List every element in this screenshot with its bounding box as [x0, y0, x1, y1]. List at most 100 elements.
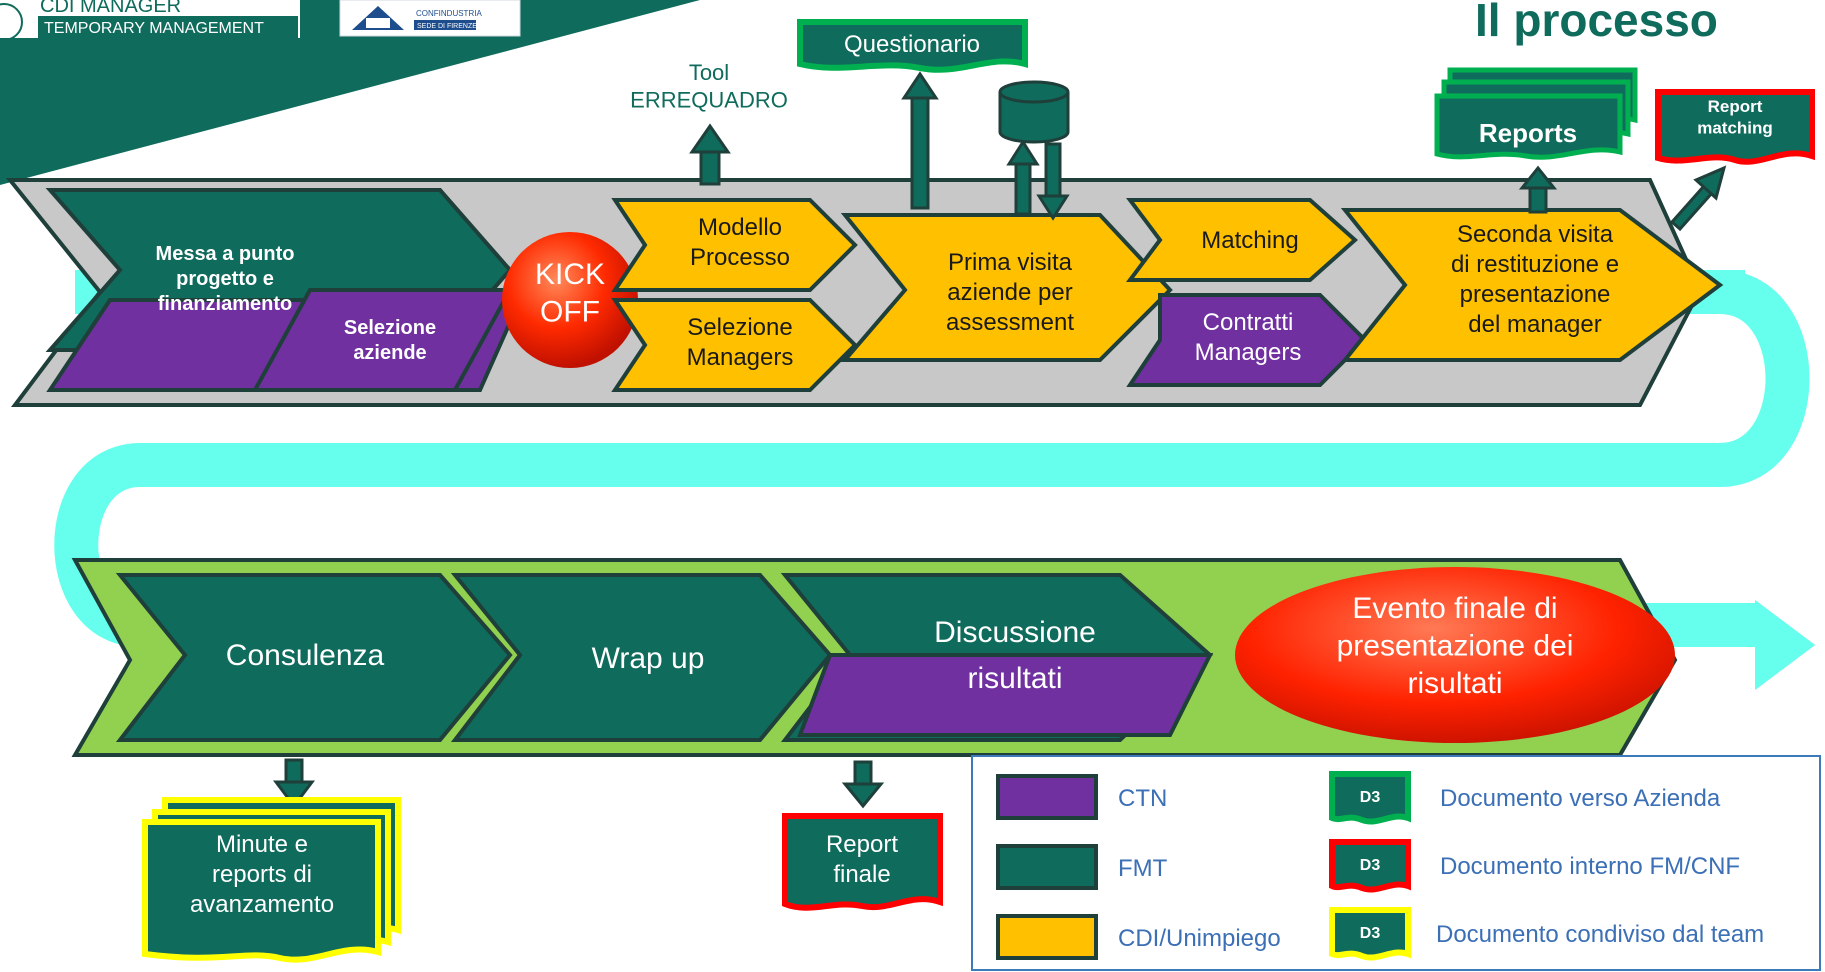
- label-line: Managers: [1195, 339, 1302, 366]
- logo-sede-text: SEDE DI FIRENZE: [417, 23, 477, 30]
- label-report-finale: Report finale: [826, 831, 898, 888]
- doc-report-finale: Report finale: [782, 813, 943, 911]
- step-modello-processo: [611, 198, 858, 292]
- legend-cdi-swatch: [996, 914, 1098, 960]
- label-line: presentazione dei: [1337, 630, 1574, 663]
- logo-upper-text: CDI MANAGER: [40, 0, 181, 17]
- doc-minute: Minute e reports di avanzamento: [142, 797, 401, 963]
- legend-cdi-label: CDI/Unimpiego: [1118, 925, 1281, 952]
- label-evento-finale: Evento finale di presentazione dei risulta…: [1337, 592, 1574, 700]
- label-line: di restituzione e: [1451, 251, 1619, 278]
- evento-finale-oval: [1235, 567, 1675, 743]
- label-report-matching: Report matching: [1697, 97, 1773, 137]
- doc-questionario: Questionario: [797, 19, 1028, 73]
- label-line: Selezione: [687, 314, 792, 341]
- logo-cdi-manager: CDI MANAGER TEMPORARY MANAGEMENT: [0, 0, 300, 41]
- label-line: reports di: [212, 861, 312, 888]
- label-line: Report: [826, 831, 898, 858]
- label-line: avanzamento: [190, 891, 334, 918]
- label-line: Modello: [698, 214, 782, 241]
- logo-text-temporary-management: TEMPORARY MANAGEMENT: [44, 20, 264, 37]
- step-selezione-aziende: [251, 288, 514, 392]
- label-discussione: Discussione: [934, 616, 1096, 649]
- arrow-to-reports: [1518, 165, 1558, 214]
- legend-doc-code-1: D3: [1360, 789, 1381, 806]
- logo-confindustria-text: CONFINDUSTRIA: [416, 9, 482, 18]
- label-line: Report: [1708, 97, 1763, 116]
- step-wrap-up: [450, 573, 833, 742]
- label-selezione-aziende: Selezione aziende: [344, 317, 436, 364]
- label-line: Processo: [690, 244, 790, 271]
- label-kickoff: KICK OFF: [535, 258, 605, 329]
- label-line: aziende: [353, 342, 426, 364]
- label-line: Prima visita: [948, 249, 1073, 276]
- arrow-db-up: [1006, 139, 1040, 216]
- step-consulenza: [115, 573, 513, 742]
- doc-reports: Reports: [1434, 67, 1638, 160]
- label-questionario: Questionario: [844, 31, 980, 58]
- label-line: assessment: [946, 309, 1074, 336]
- legend-doc-azienda-label: Documento verso Azienda: [1440, 785, 1721, 812]
- label-line: Minute e: [216, 831, 308, 858]
- logo-confindustria: CONFINDUSTRIA SEDE DI FIRENZE: [339, 0, 521, 37]
- label-line: del manager: [1468, 311, 1601, 338]
- database-icon: [998, 80, 1070, 144]
- legend-doc-code-2: D3: [1360, 857, 1381, 874]
- label-line: Seconda visita: [1457, 221, 1614, 248]
- legend-doc-condiviso-icon: D3: [1329, 907, 1411, 961]
- legend-doc-interno-label: Documento interno FM/CNF: [1440, 853, 1740, 880]
- label-line: KICK: [535, 258, 605, 291]
- legend-ctn-swatch: [996, 774, 1098, 820]
- arrow-to-questionario: [901, 71, 939, 210]
- arrow-to-tool: [689, 123, 731, 186]
- label-selezione-aziende-line1: Selezione aziende: [344, 317, 436, 364]
- step-contratti-managers: [1126, 293, 1368, 387]
- legend-doc-condiviso-label: Documento condiviso dal team: [1436, 921, 1764, 948]
- legend-doc-code-3: D3: [1360, 925, 1381, 942]
- label-line: Contratti: [1203, 309, 1294, 336]
- label-line: progetto e: [176, 268, 274, 290]
- step-matching: [1126, 198, 1359, 282]
- legend-doc-azienda-icon: D3: [1329, 771, 1411, 825]
- label-seconda-visita: Seconda visita di restituzione e presentaz…: [1451, 221, 1619, 338]
- label-line: risultati: [1407, 667, 1502, 700]
- step-risultati-ctn: [797, 653, 1214, 737]
- label-line: aziende per: [947, 279, 1072, 306]
- step-seconda-visita: [1340, 208, 1724, 362]
- legend-doc-interno-icon: D3: [1329, 839, 1411, 893]
- page-title: Il processo: [1475, 0, 1718, 46]
- label-line: Tool: [689, 60, 729, 85]
- label-line: Managers: [687, 344, 794, 371]
- step-selezione-managers: [611, 298, 858, 392]
- label-consulenza: Consulenza: [226, 639, 385, 672]
- label-risultati: risultati: [967, 662, 1062, 695]
- label-line: matching: [1697, 118, 1773, 137]
- arrow-to-minute: [273, 758, 315, 809]
- label-line: presentazione: [1460, 281, 1611, 308]
- label-minute: Minute e reports di avanzamento: [190, 831, 334, 918]
- header-banner: [0, 0, 700, 185]
- legend-ctn-label: CTN: [1118, 785, 1167, 812]
- label-line: OFF: [540, 296, 600, 329]
- label-wrap-up: Wrap up: [592, 642, 705, 675]
- label-line: finanziamento: [158, 293, 292, 315]
- label-line: Evento finale di: [1352, 592, 1557, 625]
- arrow-to-report-matching: [1669, 165, 1727, 232]
- label-line: Selezione: [344, 317, 436, 339]
- label-kickoff-line: KICK OFF: [535, 258, 605, 329]
- kickoff-ball: [502, 232, 638, 368]
- label-line: finale: [833, 861, 890, 888]
